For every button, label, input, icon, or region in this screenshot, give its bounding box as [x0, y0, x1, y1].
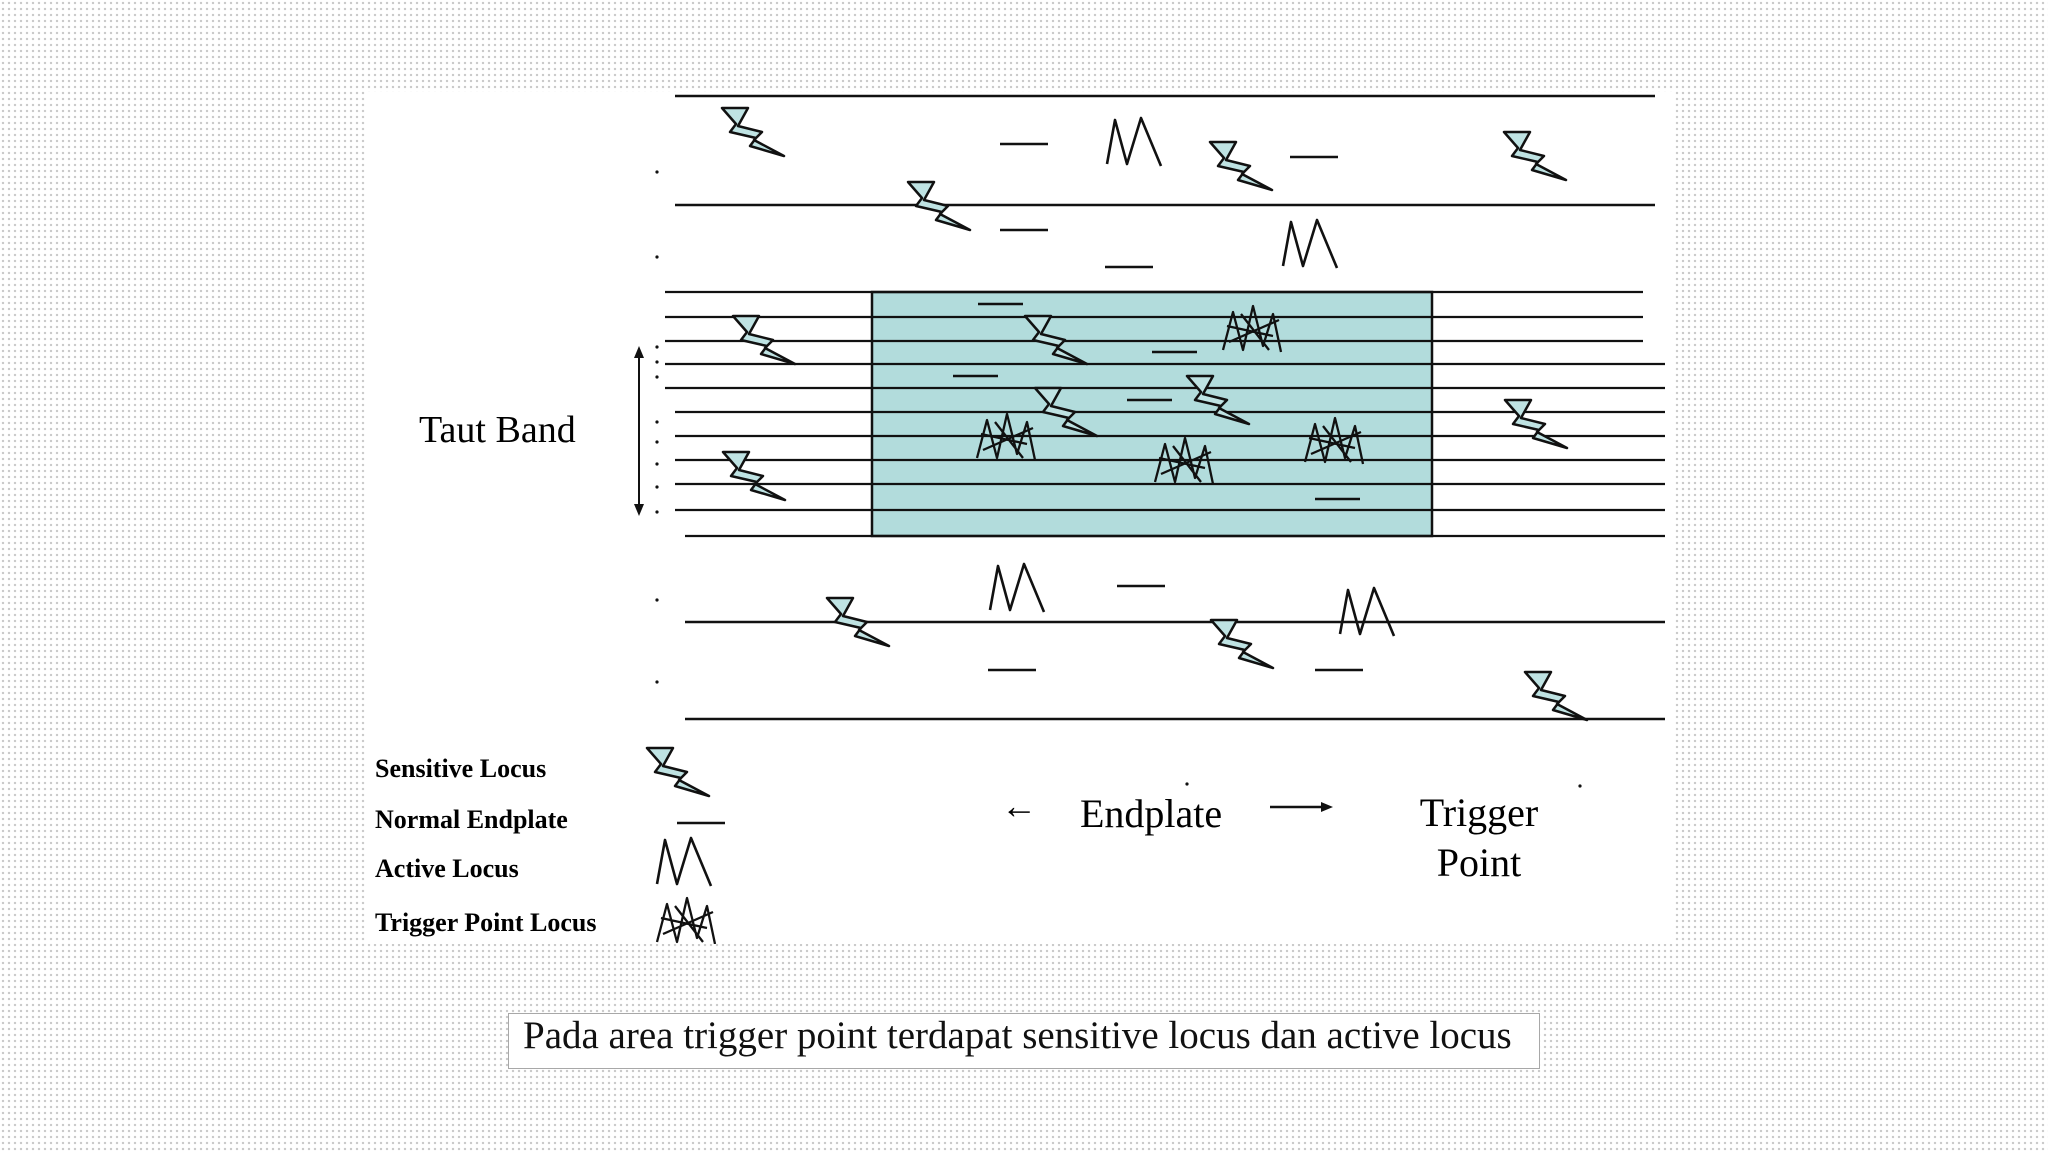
endplate-arrow-right — [1321, 802, 1333, 812]
legend-label-trigger-point-locus: Trigger Point Locus — [375, 908, 596, 937]
endplate-label: Endplate — [1080, 791, 1222, 836]
taut-band-arrow — [634, 346, 644, 516]
caption-box: Pada area trigger point terdapat sensiti… — [508, 1013, 1540, 1069]
diagram-figure: Taut Band ← Endplate Trigger Point Sensi… — [365, 92, 1673, 944]
taut-band-label: Taut Band — [419, 409, 576, 451]
legend-tangled-scribble-icon — [655, 896, 717, 944]
legend: Sensitive Locus Normal Endplate Active L… — [375, 746, 725, 944]
legend-label-sensitive-locus: Sensitive Locus — [375, 754, 546, 783]
legend-lightning-bolt-icon — [645, 746, 711, 798]
legend-label-normal-endplate: Normal Endplate — [375, 805, 568, 834]
endplate-arrow-left: ← — [1001, 786, 1037, 826]
normal-endplate-icons — [953, 142, 1363, 672]
legend-spike-wave-icon — [655, 836, 713, 888]
trigger-point-label-line1: Trigger — [1420, 790, 1539, 835]
caption-text: Pada area trigger point terdapat sensiti… — [523, 1014, 1512, 1057]
trigger-point-zone — [870, 290, 1434, 538]
legend-label-active-locus: Active Locus — [375, 854, 519, 883]
trigger-point-label-line2: Point — [1437, 840, 1521, 885]
